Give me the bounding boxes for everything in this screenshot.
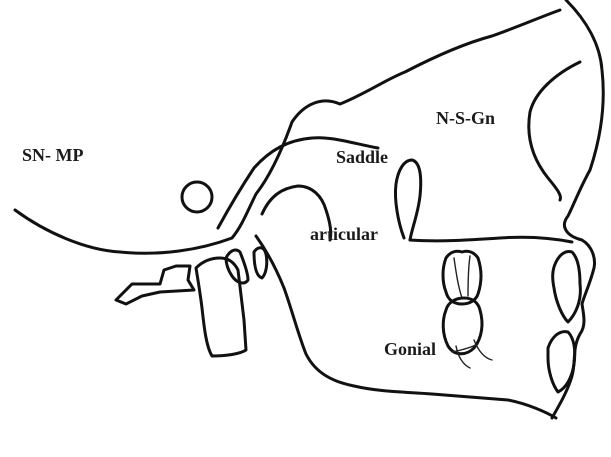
maxilla-shape [116, 266, 194, 304]
label-gonial: Gonial [384, 339, 436, 359]
label-saddle: Saddle [336, 147, 388, 167]
cranial-base-outline [15, 10, 560, 253]
porion-ring [182, 182, 212, 212]
small-teeth-2 [254, 248, 267, 278]
sella-turcica [395, 160, 420, 240]
maxillary-root [454, 256, 470, 298]
orbit-outline [529, 62, 580, 200]
occlusal-line [410, 237, 572, 242]
upper-incisor [553, 251, 581, 322]
label-n-s-gn: N-S-Gn [436, 108, 495, 128]
label-articular: articular [310, 224, 378, 244]
palate-block [196, 258, 246, 356]
mandible-outline [256, 236, 556, 418]
label-sn-mp: SN- MP [22, 145, 84, 165]
